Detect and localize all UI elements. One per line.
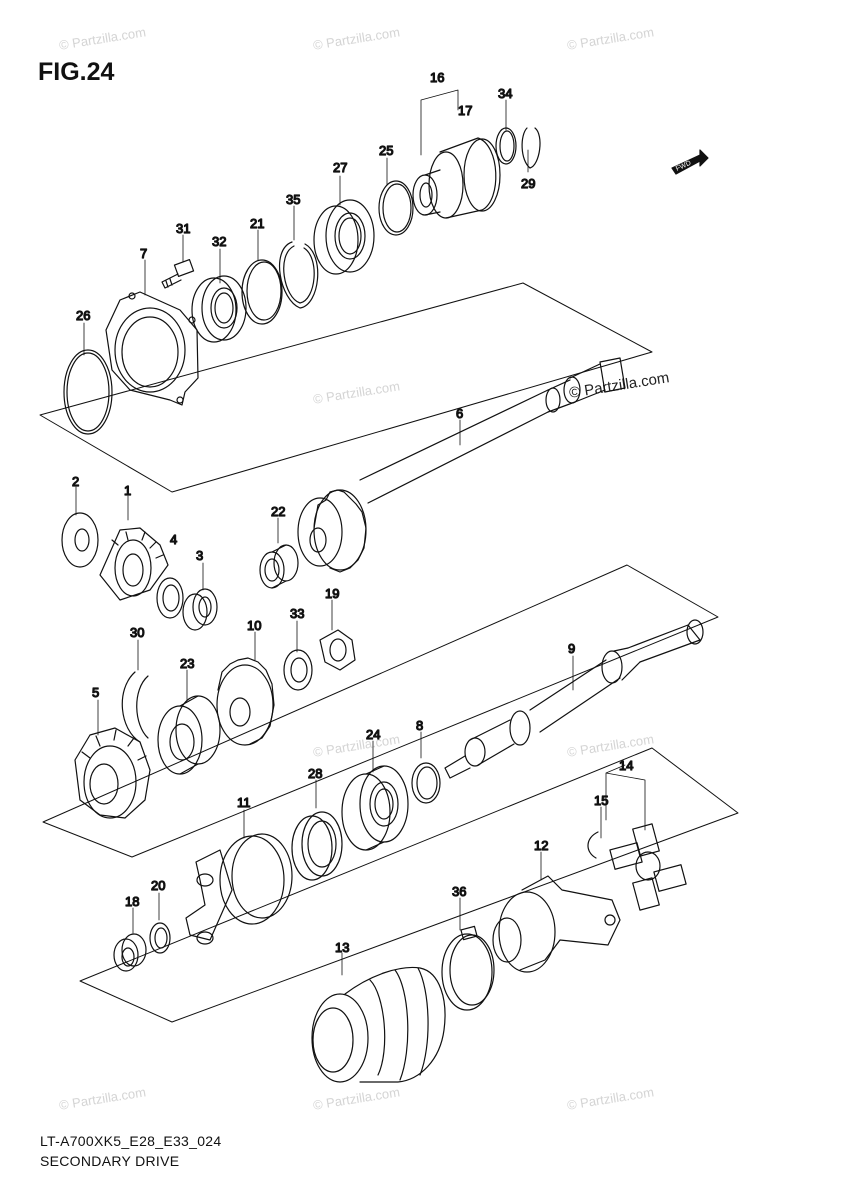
diagram-code: LT-A700XK5_E28_E33_024 [40,1133,222,1149]
part-15-circlip [587,831,599,859]
part-3-bearing [182,588,218,631]
callout-19: 19 [325,586,339,601]
part-28-oil-seal [291,811,343,881]
callout-24: 24 [366,727,380,742]
part-17-bevel-housing [412,137,501,219]
callout-31: 31 [176,221,190,236]
callout-11: 11 [237,795,251,810]
part-23-bearing [157,695,221,775]
part-33-washer [283,649,313,691]
assembly-outline-lower [79,747,739,1023]
part-8-shim [411,762,441,804]
callout-32: 32 [212,234,226,249]
callout-4: 4 [170,532,177,547]
part-25-shim [378,180,414,236]
callout-34: 34 [498,86,512,101]
part-9-pinion-shaft [444,619,704,779]
callout-12: 12 [534,838,548,853]
assembly-outline-upper [39,282,653,493]
part-30-circlip [121,671,149,743]
part-20-circlip [149,922,171,954]
callout-14: 14 [619,758,633,773]
diagram-name: SECONDARY DRIVE [40,1153,180,1169]
callout-27: 27 [333,160,347,175]
callout-8: 8 [416,718,423,733]
part-22-needle-bearing [259,544,299,589]
callout-7: 7 [140,246,147,261]
leader-lines [75,89,646,976]
callout-29: 29 [521,176,535,191]
callout-20: 20 [151,878,165,893]
part-19-nut [319,629,356,671]
fwd-arrow-icon: FWD [671,149,709,175]
assembly-outline-middle [42,564,719,858]
part-7-bearing-housing [105,291,199,406]
callout-22: 22 [271,504,285,519]
part-12-yoke [492,875,621,973]
callout-26: 26 [76,308,90,323]
part-4-shim [156,577,184,619]
part-14-universal-joint [609,823,687,911]
callout-30: 30 [130,625,144,640]
callout-1: 1 [124,483,131,498]
part-21-shim [241,259,283,325]
callout-25: 25 [379,143,393,158]
callout-33: 33 [290,606,304,621]
part-26-o-ring [63,349,113,435]
part-11-yoke [185,833,293,945]
callout-2: 2 [72,474,79,489]
fwd-label: FWD [675,160,692,173]
part-32-bearing [191,275,247,343]
callout-5: 5 [92,685,99,700]
callout-21: 21 [250,216,264,231]
part-29-circlip [521,127,541,169]
part-6-drive-shaft [297,357,626,573]
part-36-boot-clamp [441,925,495,1011]
callout-23: 23 [180,656,194,671]
callout-18: 18 [125,894,139,909]
callout-9: 9 [568,641,575,656]
part-31-bolt [161,259,195,289]
callout-35: 35 [286,192,300,207]
callout-15: 15 [594,793,608,808]
part-18-bushing [113,933,147,972]
callout-13: 13 [335,940,349,955]
callout-16: 16 [430,70,444,85]
part-1-bevel-gear [99,527,169,601]
part-13-cv-boot [311,966,446,1083]
callout-28: 28 [308,766,322,781]
callout-17: 17 [458,103,472,118]
part-24-bearing [341,765,409,851]
part-2-shim [61,512,99,568]
callout-10: 10 [247,618,261,633]
part-10-spur-gear [216,657,275,746]
part-27-bearing [313,199,375,275]
figure-title: FIG.24 [38,58,115,86]
part-34-shim [495,127,517,165]
part-35-circlip [278,241,319,309]
callout-3: 3 [196,548,203,563]
callout-36: 36 [452,884,466,899]
part-5-bevel-gear [74,727,151,819]
callout-6: 6 [456,406,463,421]
